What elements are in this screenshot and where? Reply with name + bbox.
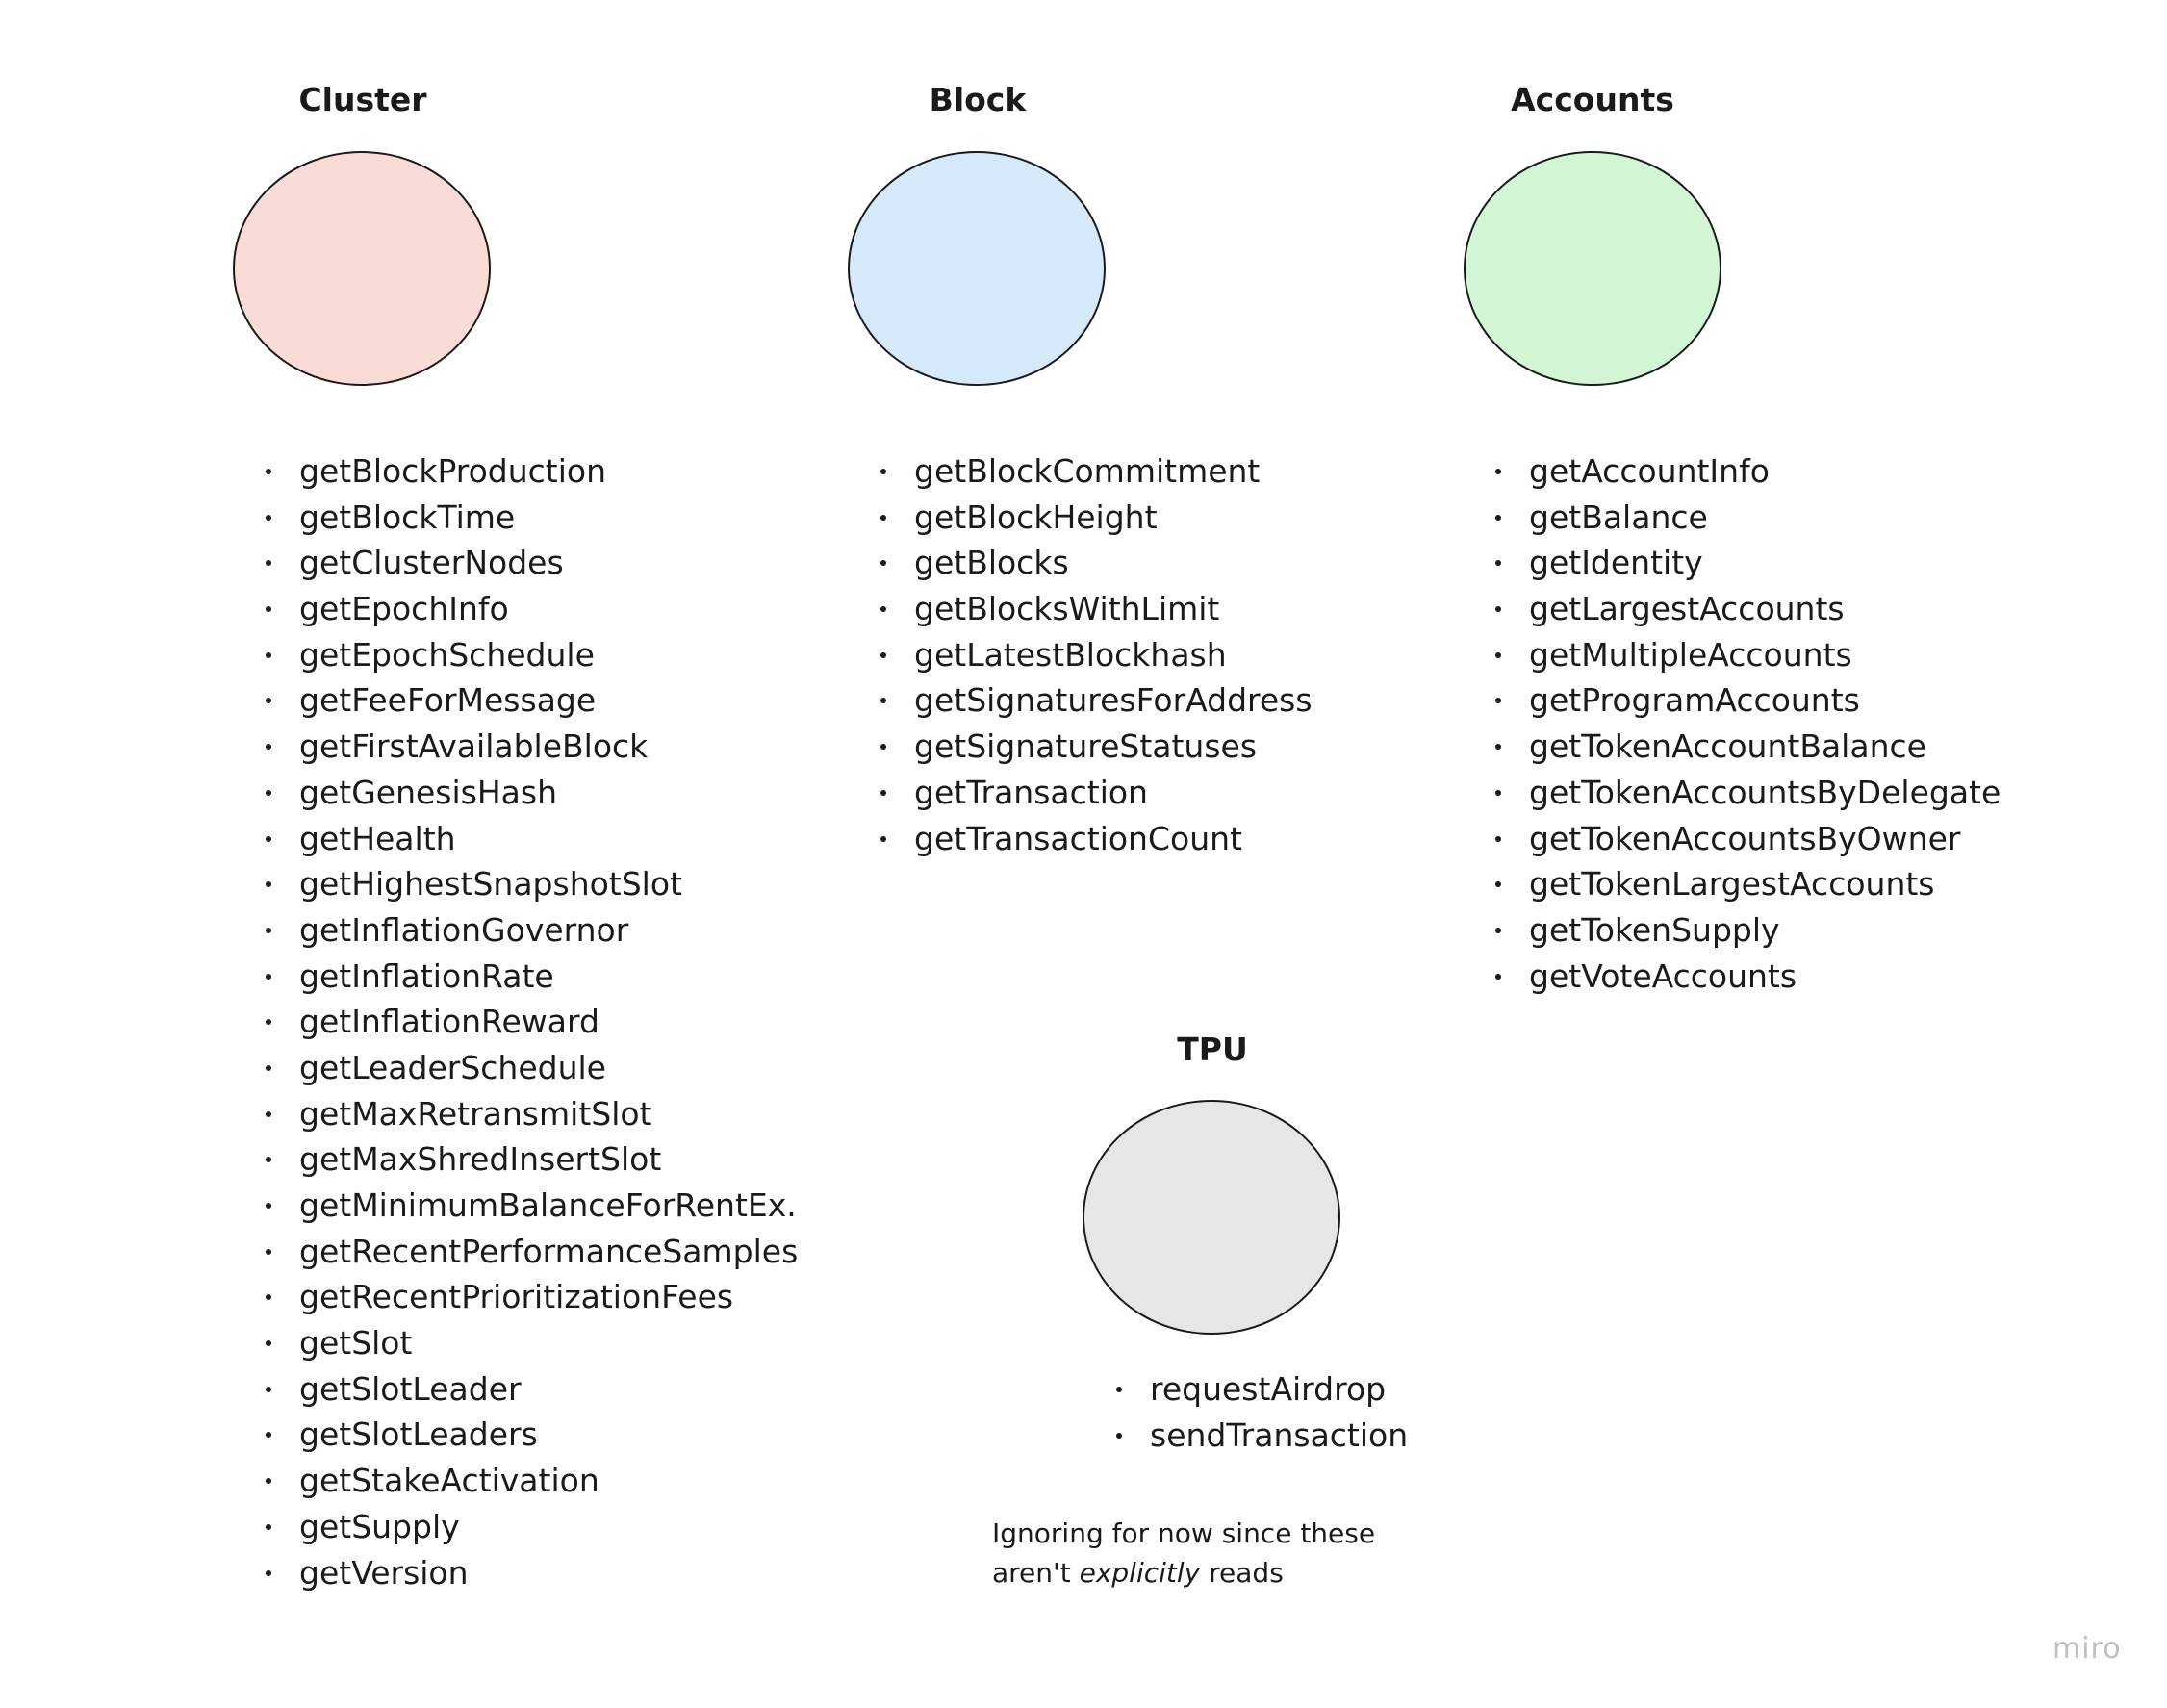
cluster-method-item: getClusterNodes [266,540,798,586]
cluster-method-item: getInflationRate [266,954,798,1000]
accounts-title: Accounts [1511,81,1674,118]
accounts-method-item: getTokenSupply [1495,907,2001,954]
block-method-item: getSignaturesForAddress [880,677,1313,724]
cluster-method-item: getBlockTime [266,495,798,541]
block-method-item: getTransactionCount [880,816,1313,862]
note-line-2: aren't explicitly reads [992,1553,1375,1593]
cluster-method-item: getFeeForMessage [266,677,798,724]
cluster-method-item: getHighestSnapshotSlot [266,861,798,907]
cluster-method-item: getMaxRetransmitSlot [266,1091,798,1137]
cluster-method-item: getBlockProduction [266,448,798,495]
note-line-2-suffix: reads [1200,1557,1284,1589]
block-method-item: getBlocks [880,540,1313,586]
block-method-item: getBlockCommitment [880,448,1313,495]
block-method-item: getSignatureStatuses [880,724,1313,770]
cluster-method-item: getMinimumBalanceForRentEx. [266,1183,798,1229]
tpu-note: Ignoring for now since these aren't expl… [992,1514,1375,1593]
note-line-1: Ignoring for now since these [992,1517,1376,1549]
block-circle[interactable] [848,151,1106,386]
accounts-method-item: getTokenAccountsByDelegate [1495,770,2001,816]
cluster-method-item: getGenesisHash [266,770,798,816]
cluster-method-item: getRecentPerformanceSamples [266,1229,798,1275]
cluster-method-item: getFirstAvailableBlock [266,724,798,770]
accounts-method-item: getVoteAccounts [1495,954,2001,1000]
block-method-item: getBlockHeight [880,495,1313,541]
cluster-method-item: getSlotLeaders [266,1412,798,1458]
tpu-method-item: sendTransaction [1116,1413,1408,1459]
cluster-method-item: getHealth [266,816,798,862]
cluster-method-item: getSlotLeader [266,1366,798,1413]
accounts-method-item: getProgramAccounts [1495,677,2001,724]
tpu-title: TPU [1177,1031,1248,1068]
cluster-method-item: getInflationReward [266,999,798,1045]
tpu-circle[interactable] [1083,1100,1340,1335]
accounts-method-item: getAccountInfo [1495,448,2001,495]
miro-watermark: miro [2052,1632,2122,1666]
cluster-method-item: getEpochInfo [266,586,798,632]
accounts-circle[interactable] [1464,151,1721,386]
tpu-method-item: requestAirdrop [1116,1366,1408,1413]
block-method-item: getTransaction [880,770,1313,816]
cluster-method-item: getSlot [266,1320,798,1366]
cluster-method-item: getEpochSchedule [266,632,798,678]
note-emphasis: explicitly [1079,1557,1201,1589]
cluster-title: Cluster [298,81,427,118]
block-method-item: getBlocksWithLimit [880,586,1313,632]
accounts-method-item: getMultipleAccounts [1495,632,2001,678]
accounts-method-item: getTokenAccountBalance [1495,724,2001,770]
block-title: Block [929,81,1027,118]
cluster-method-item: getLeaderSchedule [266,1045,798,1091]
cluster-method-item: getRecentPrioritizationFees [266,1274,798,1320]
accounts-method-item: getTokenLargestAccounts [1495,861,2001,907]
accounts-method-item: getBalance [1495,495,2001,541]
accounts-method-item: getIdentity [1495,540,2001,586]
cluster-method-item: getVersion [266,1550,798,1596]
cluster-method-item: getInflationGovernor [266,907,798,954]
note-line-2-prefix: aren't [992,1557,1080,1589]
cluster-circle[interactable] [233,151,491,386]
accounts-method-item: getTokenAccountsByOwner [1495,816,2001,862]
cluster-method-item: getSupply [266,1504,798,1550]
cluster-method-item: getStakeActivation [266,1458,798,1504]
accounts-method-item: getLargestAccounts [1495,586,2001,632]
cluster-method-item: getMaxShredInsertSlot [266,1136,798,1183]
block-method-item: getLatestBlockhash [880,632,1313,678]
